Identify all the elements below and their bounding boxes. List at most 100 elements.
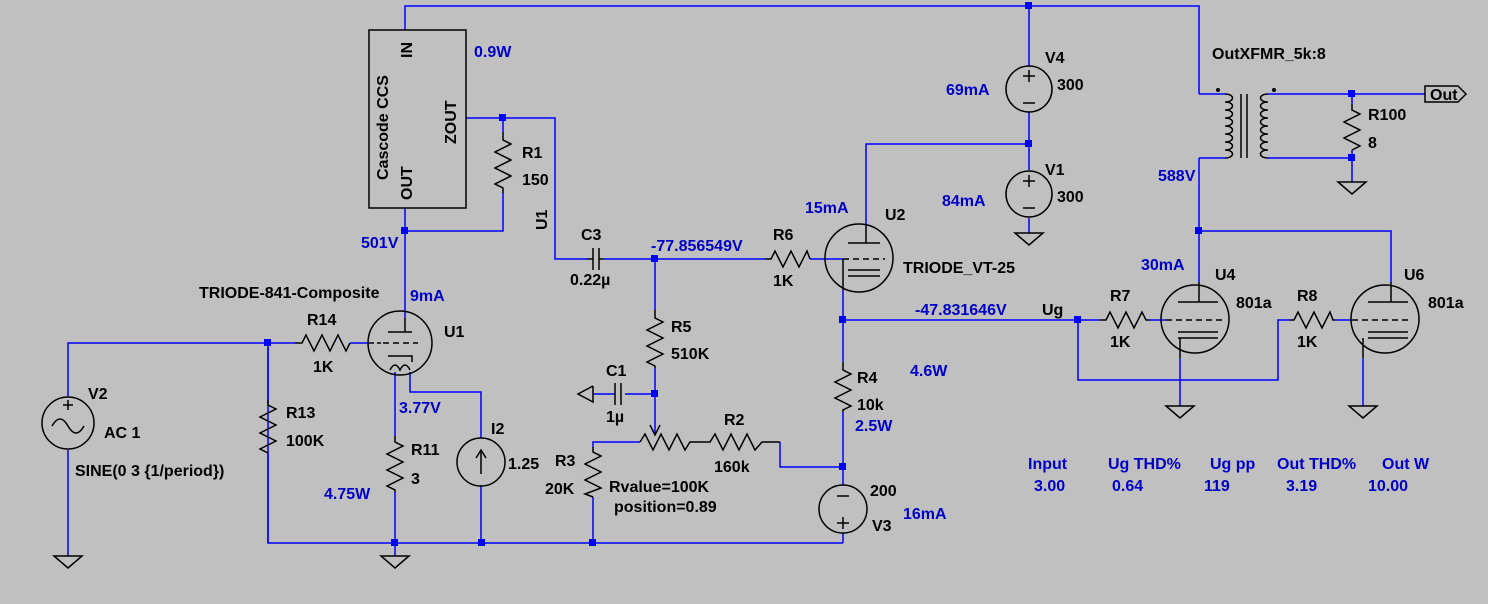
v3-value: 200 (870, 483, 897, 500)
v4-value: 300 (1057, 77, 1084, 94)
meas-value-input: 3.00 (1034, 478, 1065, 495)
out-port-label: Out (1430, 87, 1458, 104)
capacitor-c3[interactable]: C3 0.22µ (570, 227, 610, 289)
i2-ref: I2 (491, 421, 504, 438)
node-grid-u2-label: -77.856549V (651, 238, 743, 255)
v3-current-label: 16mA (903, 506, 947, 523)
r3-ref: R3 (555, 453, 576, 470)
resistor-r1[interactable]: R1 150 (493, 132, 549, 193)
junction-dots (264, 2, 1355, 546)
resistor-r14[interactable]: R14 1K (295, 312, 351, 376)
node-ug-label: -47.831646V (915, 302, 1007, 319)
xfmr-ref: OutXFMR_5k:8 (1212, 46, 1326, 63)
triode-u2[interactable]: U2 TRIODE_VT-25 (824, 207, 1015, 293)
u1-model: TRIODE-841-Composite (199, 285, 380, 302)
r3-value: 20K (545, 481, 575, 498)
c3-ref: C3 (581, 227, 602, 244)
triode-u6[interactable]: U6 801a (1350, 267, 1464, 358)
cascode-ccs-block[interactable]: Cascode CCS OUT IN ZOUT U1 (368, 29, 551, 230)
r1-value: 150 (522, 172, 549, 189)
triode-u1[interactable]: TRIODE-841-Composite U1 (199, 285, 465, 376)
potentiometer-r2[interactable]: R2 160k Rvalue=100K position=0.89 (609, 412, 780, 516)
resistor-r11[interactable]: R11 3 (385, 436, 440, 492)
v1-value: 300 (1057, 189, 1084, 206)
u4-current-label: 30mA (1141, 257, 1185, 274)
u1-ref: U1 (444, 324, 465, 341)
triode-u4[interactable]: U4 801a (1160, 267, 1272, 358)
meas-header-ug-pp: Ug pp (1210, 456, 1256, 473)
resistor-r4[interactable]: R4 10k (833, 362, 884, 414)
pot-position: position=0.89 (614, 499, 717, 516)
r11-power-label: 4.75W (324, 486, 371, 503)
c1-value: 1µ (606, 409, 624, 426)
current-source-i2[interactable]: I2 1.25 (456, 421, 539, 487)
r5-value: 510K (671, 346, 710, 363)
resistor-r3[interactable]: R3 20K (545, 447, 603, 498)
meas-value-ug-pp: 119 (1204, 478, 1230, 495)
meas-header-out-w: Out W (1382, 456, 1430, 473)
voltage-source-v4[interactable]: V4 300 (1005, 50, 1084, 113)
r13-ref: R13 (286, 405, 315, 422)
c3-value: 0.22µ (570, 272, 610, 289)
meas-value-out-w: 10.00 (1368, 478, 1408, 495)
meas-header-input: Input (1028, 456, 1068, 473)
node-501v-label: 501V (361, 235, 399, 252)
v4-current-label: 69mA (946, 82, 990, 99)
spice-annotations: 0.9W 69mA 84mA 15mA 501V 9mA -77.856549V… (324, 44, 1196, 523)
node-588v-label: 588V (1158, 168, 1196, 185)
r1-ref: R1 (522, 145, 543, 162)
r8-ref: R8 (1297, 288, 1318, 305)
voltage-source-v3[interactable]: 200 V3 (818, 483, 897, 535)
meas-header-out-thd: Out THD% (1277, 456, 1356, 473)
capacitor-c1[interactable]: C1 1µ (576, 363, 627, 426)
r4-ref: R4 (857, 370, 878, 387)
resistor-r13[interactable]: R13 100K (258, 400, 325, 454)
resistor-r100[interactable]: R100 8 (1342, 104, 1406, 152)
u4-ref: U4 (1215, 267, 1236, 284)
r11-ref: R11 (411, 442, 440, 459)
v2-spec: SINE(0 3 {1/period}) (75, 463, 224, 480)
output-transformer[interactable]: OutXFMR_5k:8 (1199, 46, 1326, 159)
node-377v-label: 3.77V (399, 400, 441, 417)
u4-model: 801a (1236, 295, 1272, 312)
r2-value: 160k (714, 459, 750, 476)
r4-power-label-1: 4.6W (910, 363, 948, 380)
u6-ref: U6 (1404, 267, 1425, 284)
resistor-r5[interactable]: R5 510K (645, 310, 710, 368)
u2-current-label: 15mA (805, 200, 849, 217)
pot-wiper-arrow (649, 424, 661, 437)
r100-value: 8 (1368, 135, 1377, 152)
pot-rvalue: Rvalue=100K (609, 479, 710, 496)
u2-model: TRIODE_VT-25 (903, 260, 1015, 277)
measurement-table: Input Ug THD% Ug pp Out THD% Out W 3.00 … (1028, 456, 1430, 495)
r6-value: 1K (773, 273, 794, 290)
r7-value: 1K (1110, 334, 1131, 351)
ac-source-v2[interactable]: V2 AC 1 SINE(0 3 {1/period}) (41, 386, 224, 480)
ground-symbols (51, 181, 1380, 569)
r13-value: 100K (286, 433, 325, 450)
resistor-r8[interactable]: R8 1K (1290, 288, 1335, 351)
v4-ref: V4 (1045, 50, 1065, 67)
voltage-source-v1[interactable]: V1 300 (1005, 162, 1084, 218)
ccs-pin-zout: ZOUT (443, 100, 460, 144)
r6-ref: R6 (773, 227, 794, 244)
v2-value: AC 1 (104, 425, 141, 442)
meas-value-out-thd: 3.19 (1286, 478, 1317, 495)
output-port[interactable]: Out (1424, 85, 1468, 104)
ccs-power-label: 0.9W (474, 44, 512, 61)
r8-value: 1K (1297, 334, 1318, 351)
i2-value: 1.25 (508, 456, 539, 473)
r5-ref: R5 (671, 319, 692, 336)
r2-ref: R2 (724, 412, 745, 429)
ug-net-label: Ug (1042, 302, 1063, 319)
r4-value: 10k (857, 397, 884, 414)
r14-value: 1K (313, 359, 334, 376)
r7-ref: R7 (1110, 288, 1131, 305)
v1-current-label: 84mA (942, 193, 986, 210)
ccs-pin-out: OUT (399, 166, 416, 200)
resistor-r7[interactable]: R7 1K (1100, 288, 1150, 351)
r11-value: 3 (411, 471, 420, 488)
resistor-r6[interactable]: R6 1K (765, 227, 811, 290)
r4-power-label-2: 2.5W (855, 418, 893, 435)
